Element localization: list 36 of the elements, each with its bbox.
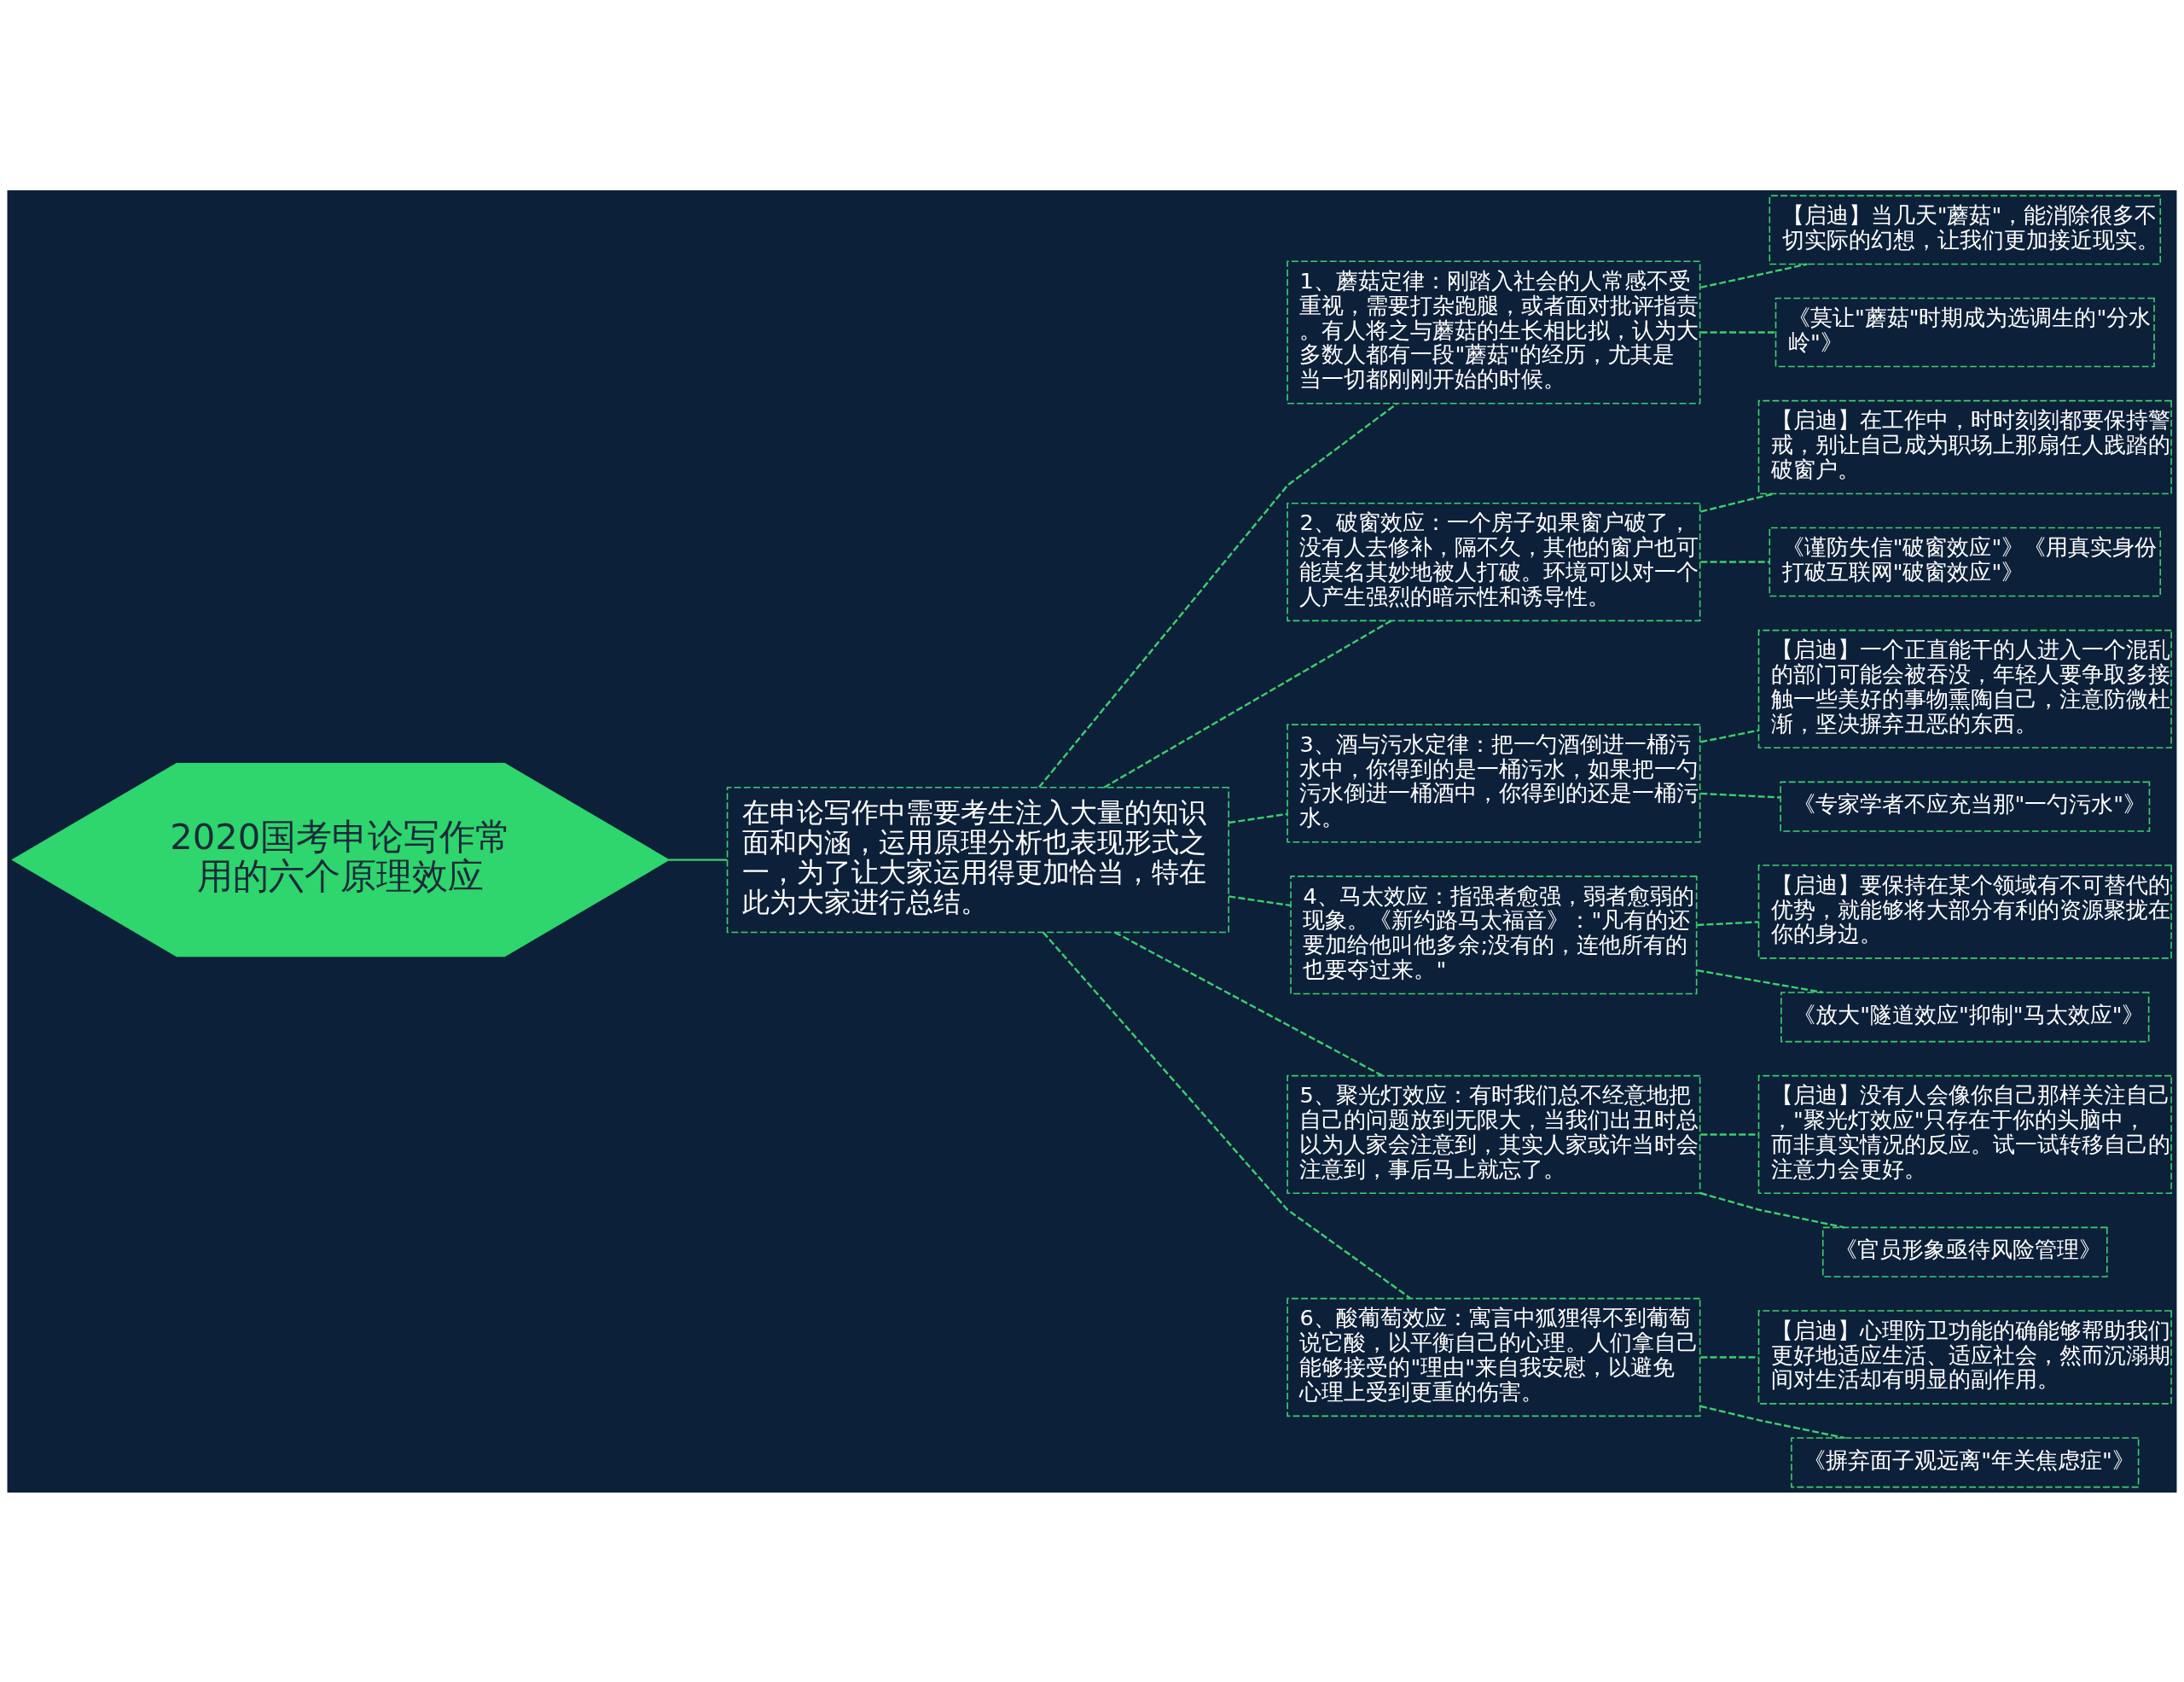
node-box: 《莫让"蘑菇"时期成为选调生的"分水岭"》 [1774,297,2155,367]
connector [1038,402,1398,788]
node-box: 4、马太效应：指强者愈强，弱者愈弱的现象。《新约路马太福音》："凡有的还要加给他叫他多余;没有的，连他所有的也要夺过来。" [1290,875,1698,994]
node-box: 【启迪】在工作中，时时刻刻都要保持警戒，别让自己成为职场上那扇任人践踏的破窗户。 [1757,399,2172,494]
connector [1103,619,1392,789]
connector [1228,894,1292,906]
connector [668,858,728,861]
connector [1697,969,1823,993]
connector [1697,920,1759,926]
connector [1700,560,1770,563]
node-box: 2、破窗效应：一个房子如果窗户破了，没有人去修补，隔不久，其他的窗户也可能莫名其妙地被人打破。环境可以对一个人产生强烈的暗示性和诱导性。 [1287,502,1701,621]
connector [1699,1191,1845,1228]
node-box: 【启迪】一个正直能干的人进入一个混乱的部门可能会被吞没，年轻人要争取多接触一些美好的事物熏陶自己，注意防微杜渐，坚决摒弃丑恶的东西。 [1757,629,2172,748]
node-box: 《放大"隧道效应"抑制"马太效应"》 [1780,991,2150,1042]
node-box: 【启迪】心理防卫功能的确能够帮助我们更好地适应生活、适应社会，然而沉溺期间对生活却有明显的副作用。 [1757,1309,2172,1405]
node-box: 《谨防失信"破窗效应"》《用真实身份打破互联网"破窗效应"》 [1769,527,2162,597]
connector [1700,492,1774,513]
connector [1700,792,1780,799]
node-box: 【启迪】要保持在某个领域有不可替代的优势，就能够将大部分有利的资源聚拢在你的身边。 [1757,864,2172,959]
node-box: 在申论写作中需要考生注入大量的知识面和内涵，运用原理分析也表现形式之一，为了让大家运用得更加恰当，特在此为大家进行总结。 [726,786,1229,933]
node-box: 《摒弃面子观远离"年关焦虑症"》 [1791,1436,2140,1487]
node-box: 【启迪】没有人会像你自己那样关注自己，"聚光灯效应"只存在于你的头脑中，而非真实情况的反应。试一试转移自己的注意力会更好。 [1757,1074,2172,1194]
node-box: 1、蘑菇定律：刚踏入社会的人常感不受重视，需要打杂跑腿，或者面对批评指责。有人将之与蘑菇的生长相比拟，认为大多数人都有一段"蘑菇"的经历，尤其是当一切都刚刚开始的时候。 [1287,259,1701,404]
node-box: 6、酸葡萄效应：寓言中狐狸得不到葡萄说它酸，以平衡自己的心理。人们拿自己能够接受的"理由"来自我安慰，以避免心理上受到更重的伤害。 [1287,1297,1701,1417]
node-box: 【启迪】当几天"蘑菇"，能消除很多不切实际的幻想，让我们更加接近现实。 [1769,195,2162,265]
node-box: 《官员形象亟待风险管理》 [1821,1226,2108,1278]
connector [1700,330,1776,334]
connector [1114,931,1384,1077]
node-box: 5、聚光灯效应：有时我们总不经意地把自己的问题放到无限大，当我们出丑时总以为人家会注意到，其实人家或许当时会注意到，事后马上就忘了。 [1287,1074,1701,1194]
connector [1700,262,1808,288]
node-box: 《专家学者不应充当那"一勺污水"》 [1780,781,2151,832]
connector [1042,931,1411,1299]
connector [1228,812,1288,824]
connector [1700,729,1759,743]
node-box: 3、酒与污水定律：把一勺酒倒进一桶污水中，你得到的是一桶污水，如果把一勺污水倒进一桶酒中，你得到的还是一桶污水。 [1287,723,1701,843]
connector [1699,1405,1845,1439]
